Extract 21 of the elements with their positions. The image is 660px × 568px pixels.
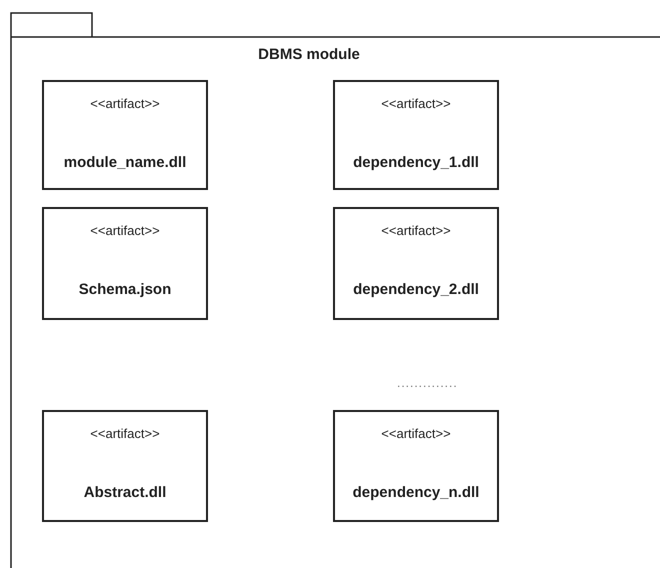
artifact-box — [333, 80, 499, 190]
artifact-name: dependency_2.dll — [352, 281, 480, 298]
artifact-box — [42, 80, 208, 190]
stereotype-text: <<artifact>> — [380, 426, 452, 441]
stereotype-text: <<artifact>> — [89, 426, 161, 441]
artifact-name: module_name.dll — [62, 154, 188, 171]
artifact-box — [42, 410, 208, 522]
stereotype-text: <<artifact>> — [380, 223, 452, 238]
artifact-box — [333, 410, 499, 522]
artifact-box — [42, 207, 208, 320]
artifact-name: dependency_n.dll — [352, 484, 480, 501]
stereotype-text: <<artifact>> — [89, 96, 161, 111]
artifact-name: Abstract.dll — [82, 484, 168, 501]
artifact-name: Schema.json — [78, 281, 172, 298]
artifact-box — [333, 207, 499, 320]
ellipsis-text: .............. — [397, 376, 458, 390]
stereotype-text: <<artifact>> — [380, 96, 452, 111]
artifact-name: dependency_1.dll — [352, 154, 480, 171]
package-frame — [10, 12, 660, 568]
package-title: DBMS module — [258, 46, 360, 63]
stereotype-text: <<artifact>> — [89, 223, 161, 238]
